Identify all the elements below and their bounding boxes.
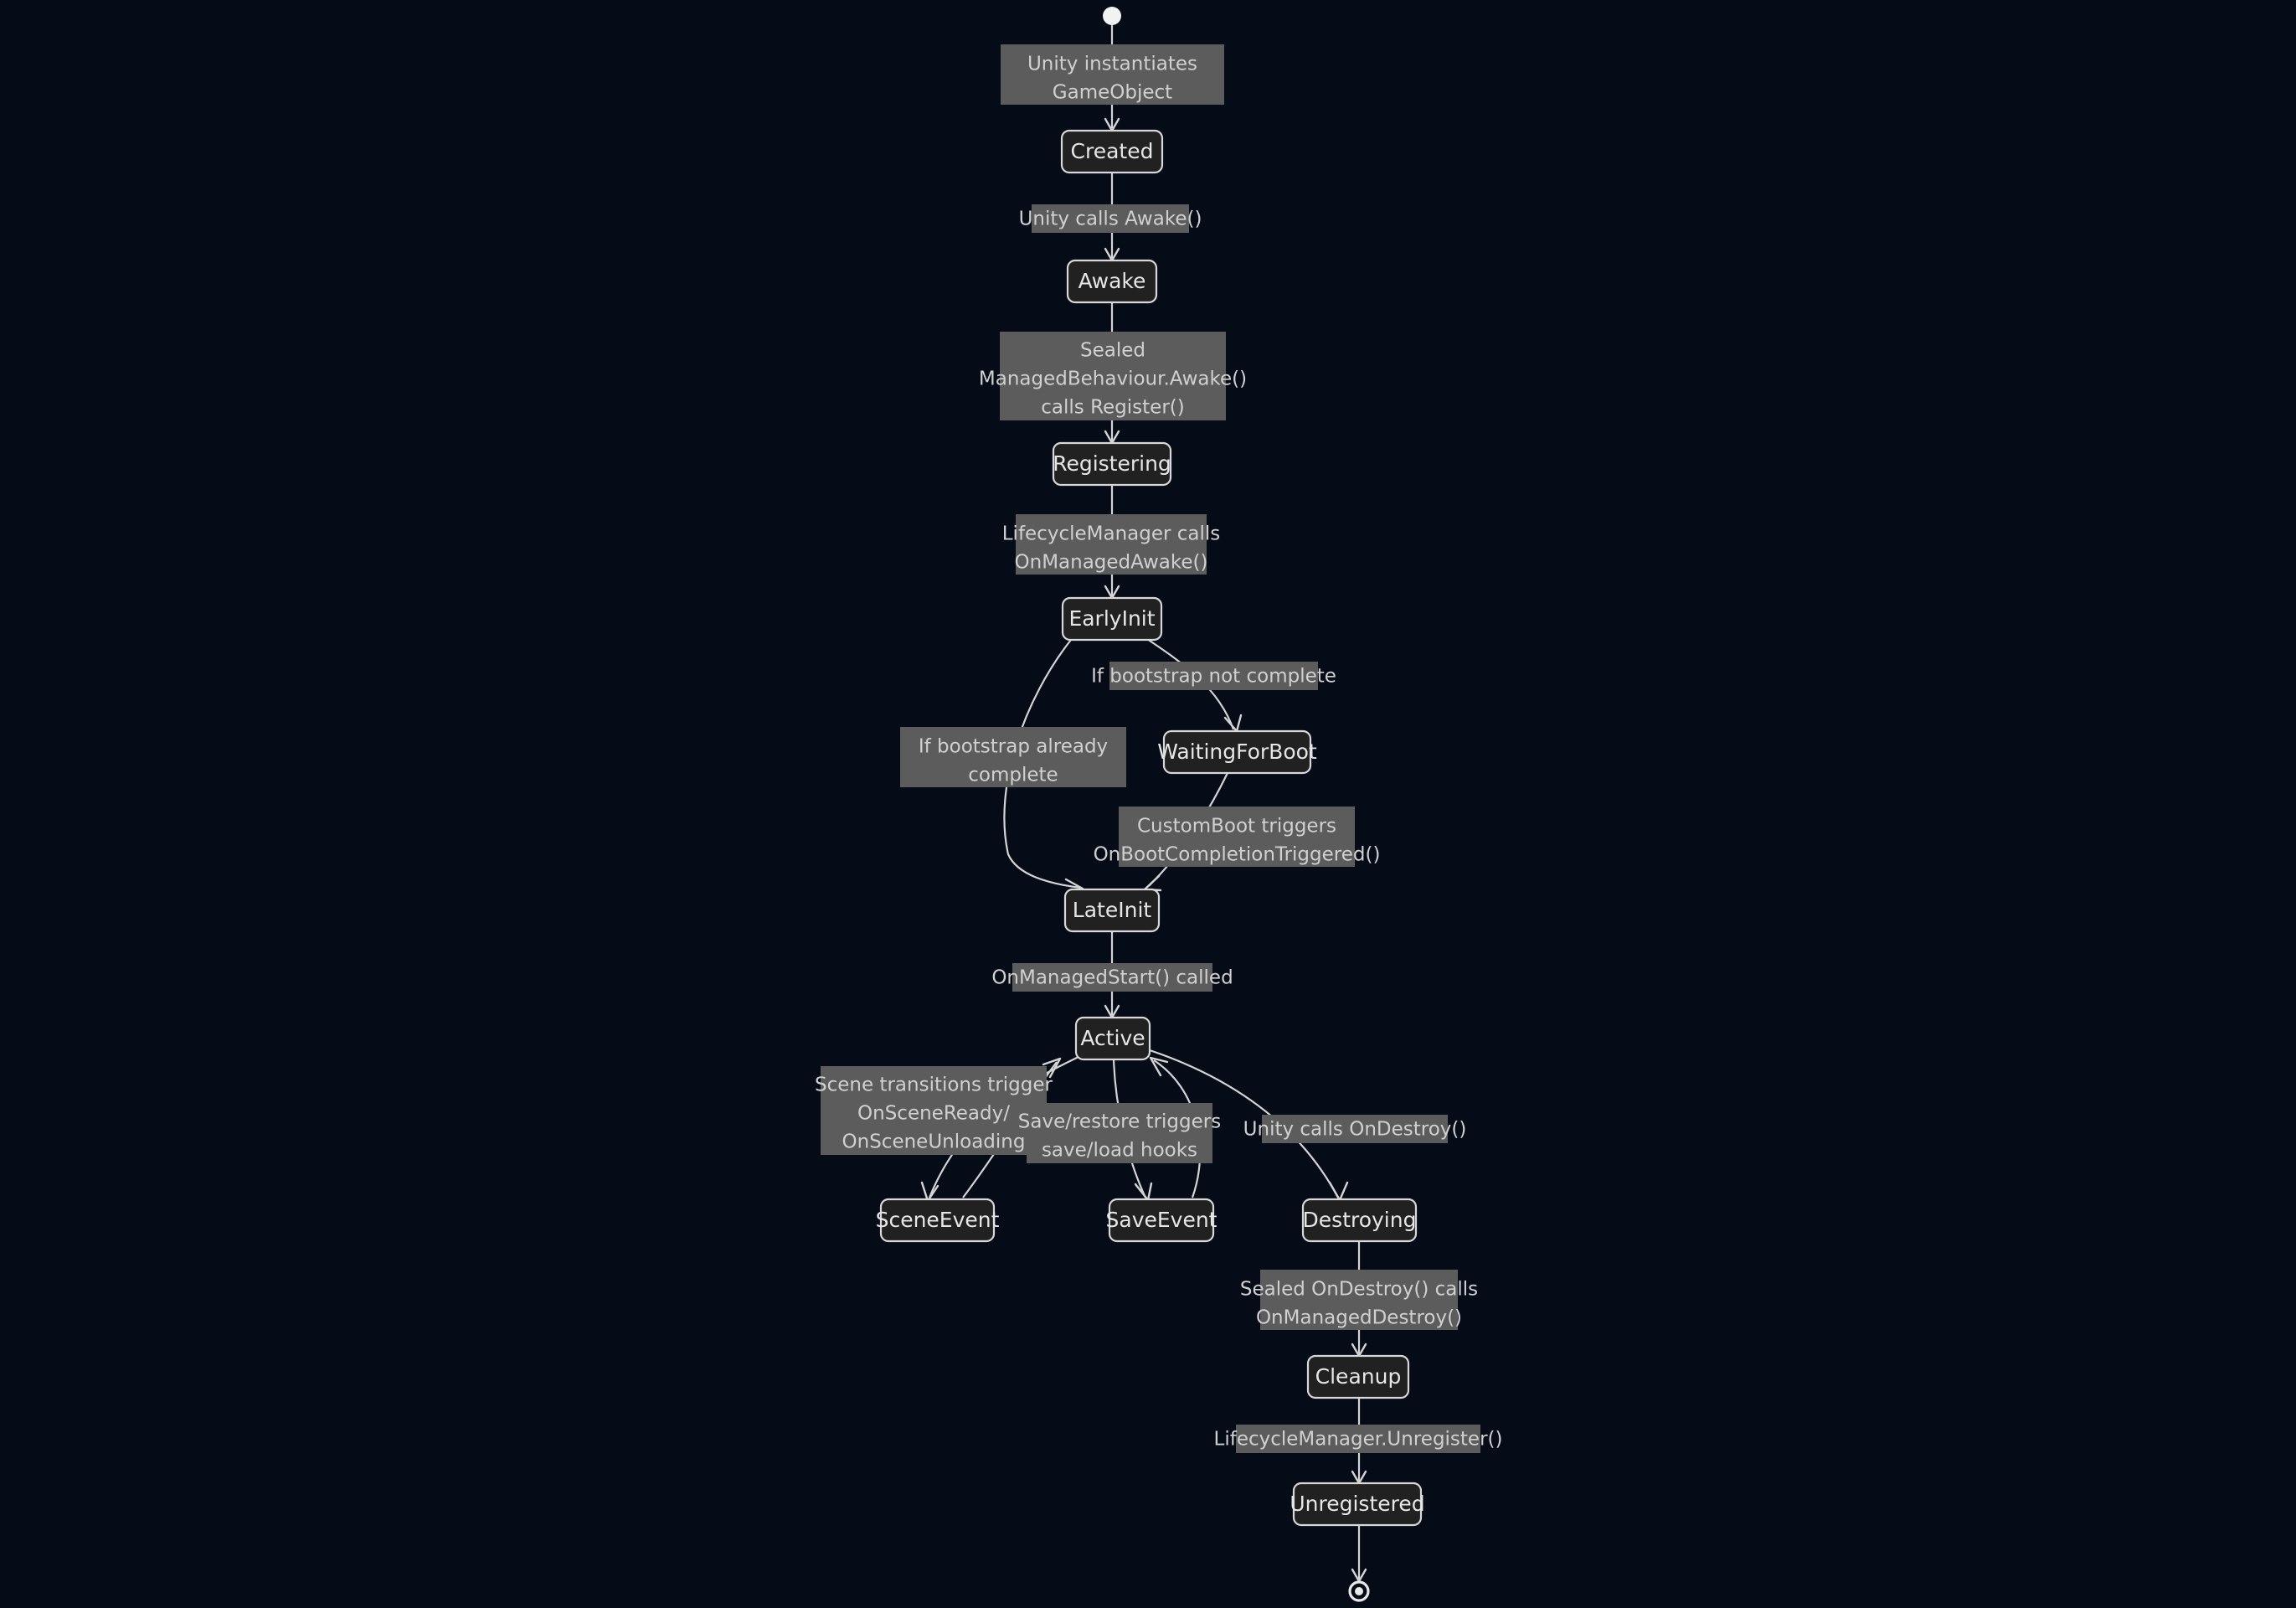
edge-label-line: If bootstrap already bbox=[919, 736, 1108, 758]
state-label: SaveEvent bbox=[1106, 1208, 1217, 1232]
start-state-circle bbox=[1103, 7, 1121, 25]
state-box[interactable] bbox=[1292, 1482, 1423, 1527]
edge-label-sealed-awake: Sealed ManagedBehaviour.Awake() calls Re… bbox=[979, 332, 1247, 420]
edge-label-line: Save/restore triggers bbox=[1018, 1111, 1221, 1133]
edge-label-unregister: LifecycleManager.Unregister() bbox=[1214, 1425, 1503, 1453]
edge-label-box bbox=[1016, 514, 1207, 575]
edge-label-line: CustomBoot triggers bbox=[1137, 816, 1336, 838]
edge-labels-layer: Unity instantiates GameObject Unity call… bbox=[815, 44, 1502, 1453]
state-label: LateInit bbox=[1073, 898, 1152, 922]
edge-label-line: Unity instantiates bbox=[1027, 54, 1197, 75]
state-box[interactable] bbox=[1066, 259, 1158, 304]
edge-label-box bbox=[900, 727, 1126, 787]
state-box[interactable] bbox=[1301, 1198, 1418, 1243]
state-awake[interactable]: Awake bbox=[1066, 259, 1158, 304]
state-box[interactable] bbox=[1052, 441, 1172, 487]
edge-label-line: LifecycleManager calls bbox=[1002, 523, 1221, 545]
state-label: WaitingForBoot bbox=[1157, 740, 1317, 764]
state-label: Active bbox=[1080, 1026, 1145, 1050]
state-box[interactable] bbox=[1162, 729, 1312, 775]
edge-label-sealed-ondestroy: Sealed OnDestroy() calls OnManagedDestro… bbox=[1240, 1270, 1478, 1330]
edge-unregistered-to-end bbox=[1351, 1525, 1367, 1583]
edge-label-line: LifecycleManager.Unregister() bbox=[1214, 1429, 1503, 1451]
edge-label-awake-call: Unity calls Awake() bbox=[1019, 204, 1202, 233]
edge-label-instantiate: Unity instantiates GameObject bbox=[1001, 44, 1224, 105]
edge-label-customboot: CustomBoot triggers OnBootCompletionTrig… bbox=[1094, 807, 1381, 867]
end-state-outer-ring bbox=[1348, 1580, 1370, 1602]
edges-layer bbox=[920, 25, 1367, 1583]
edge-label-box bbox=[1027, 1103, 1212, 1163]
state-box[interactable] bbox=[1108, 1198, 1215, 1243]
state-label: Awake bbox=[1079, 269, 1146, 293]
edge-label-lifecycle-awake: LifecycleManager calls OnManagedAwake() bbox=[1002, 514, 1221, 575]
state-label: SceneEvent bbox=[876, 1208, 1000, 1232]
edge-label-box bbox=[1119, 807, 1355, 867]
state-active[interactable]: Active bbox=[1074, 1016, 1151, 1061]
edge-label-line: OnManagedAwake() bbox=[1015, 552, 1208, 574]
state-destroying[interactable]: Destroying bbox=[1301, 1198, 1418, 1243]
state-label: Unregistered bbox=[1290, 1492, 1424, 1516]
edge-label-scene-transitions: Scene transitions trigger OnSceneReady/ … bbox=[815, 1066, 1053, 1155]
edge-label-box bbox=[1260, 1270, 1458, 1330]
state-waitingforboot[interactable]: WaitingForBoot bbox=[1157, 729, 1317, 775]
state-saveevent[interactable]: SaveEvent bbox=[1106, 1198, 1217, 1243]
state-box[interactable] bbox=[1061, 596, 1163, 642]
edge-label-line: Scene transitions trigger bbox=[815, 1075, 1053, 1096]
state-label: EarlyInit bbox=[1068, 606, 1155, 631]
state-unregistered[interactable]: Unregistered bbox=[1290, 1482, 1425, 1527]
edge-label-line: OnBootCompletionTriggered() bbox=[1094, 844, 1381, 866]
edge-label-box bbox=[1001, 44, 1224, 105]
state-label: Destroying bbox=[1303, 1208, 1417, 1232]
start-state bbox=[1103, 7, 1121, 25]
edge-label-unity-ondestroy: Unity calls OnDestroy() bbox=[1243, 1115, 1467, 1143]
end-state bbox=[1348, 1580, 1370, 1602]
edge-label-bootstrap-already-complete: If bootstrap already complete bbox=[900, 727, 1126, 787]
state-cleanup[interactable]: Cleanup bbox=[1306, 1354, 1410, 1399]
edge-label-line: GameObject bbox=[1053, 82, 1172, 104]
state-label: Cleanup bbox=[1315, 1364, 1402, 1389]
edge-label-save-restore: Save/restore triggers save/load hooks bbox=[1018, 1103, 1221, 1163]
state-created[interactable]: Created bbox=[1060, 129, 1164, 174]
states-layer: Created Awake Registering EarlyInit Wait… bbox=[876, 129, 1425, 1527]
edge-label-line: OnManagedDestroy() bbox=[1256, 1307, 1462, 1329]
state-sceneevent[interactable]: SceneEvent bbox=[876, 1198, 1000, 1243]
edge-label-box bbox=[1000, 332, 1226, 420]
state-box[interactable] bbox=[1060, 129, 1164, 174]
edge-label-line: Unity calls OnDestroy() bbox=[1243, 1119, 1467, 1141]
edge-label-line: calls Register() bbox=[1041, 397, 1184, 419]
edge-label-line: Sealed bbox=[1080, 340, 1145, 362]
state-lateinit[interactable]: LateInit bbox=[1063, 888, 1161, 933]
edge-label-box bbox=[1109, 662, 1318, 690]
edge-label-line: OnSceneUnloading bbox=[842, 1131, 1026, 1153]
edge-label-line: Unity calls Awake() bbox=[1019, 209, 1202, 230]
edge-label-box bbox=[1012, 963, 1212, 992]
state-registering[interactable]: Registering bbox=[1052, 441, 1172, 487]
edge-label-box bbox=[1236, 1425, 1480, 1453]
edge-label-line: ManagedBehaviour.Awake() bbox=[979, 368, 1247, 390]
edge-label-line: OnManagedStart() called bbox=[991, 967, 1233, 989]
state-box[interactable] bbox=[879, 1198, 996, 1243]
edge-label-line: save/load hooks bbox=[1042, 1140, 1197, 1162]
edge-label-box bbox=[1262, 1115, 1448, 1143]
end-state-inner-dot bbox=[1355, 1587, 1363, 1595]
edge-label-bootstrap-not-complete: If bootstrap not complete bbox=[1091, 662, 1336, 690]
state-box[interactable] bbox=[1306, 1354, 1410, 1399]
edge-label-onmanagedstart: OnManagedStart() called bbox=[991, 963, 1233, 992]
state-box[interactable] bbox=[1063, 888, 1161, 933]
state-box[interactable] bbox=[1074, 1016, 1151, 1061]
edge-label-line: If bootstrap not complete bbox=[1091, 666, 1336, 688]
edge-label-line: complete bbox=[968, 765, 1058, 786]
edge-label-line: OnSceneReady/ bbox=[857, 1103, 1010, 1125]
state-label: Registering bbox=[1053, 451, 1171, 476]
edge-label-box bbox=[1032, 204, 1189, 233]
edge-label-box bbox=[821, 1066, 1047, 1155]
state-label: Created bbox=[1071, 139, 1154, 163]
edge-label-line: Sealed OnDestroy() calls bbox=[1240, 1279, 1478, 1301]
state-earlyinit[interactable]: EarlyInit bbox=[1061, 596, 1163, 642]
